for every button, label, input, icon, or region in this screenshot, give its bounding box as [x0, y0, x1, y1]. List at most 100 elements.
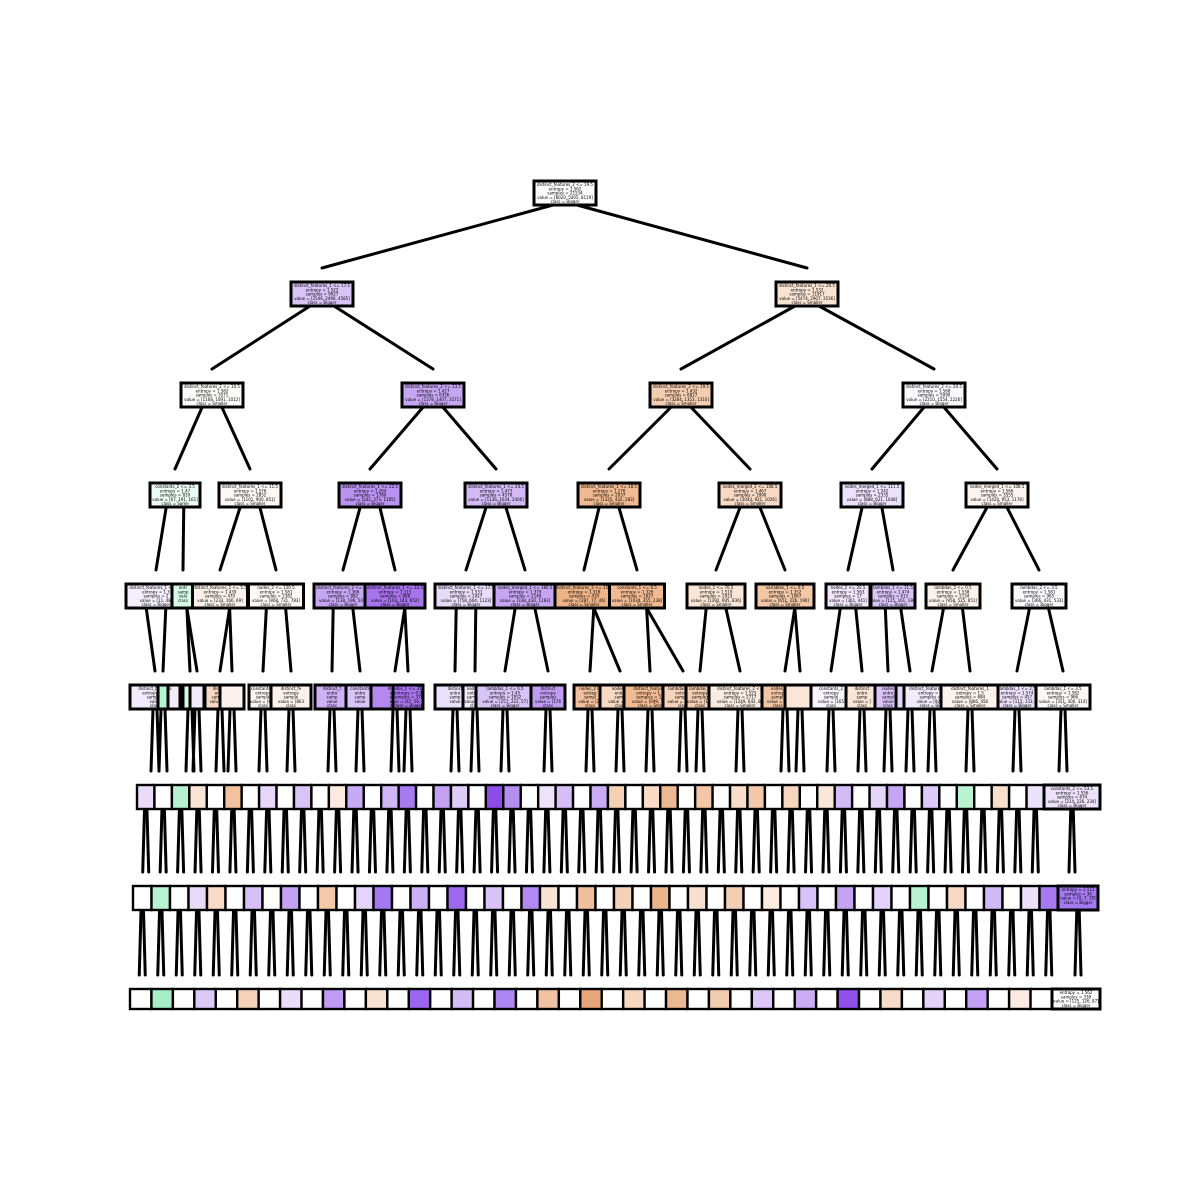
- node-text-line: value: [355, 699, 366, 704]
- node-text-line: entropy = 1.581: [260, 589, 293, 594]
- tree-edge: [758, 505, 787, 572]
- tree-edge: [904, 707, 910, 773]
- tree-edge: [257, 707, 263, 773]
- tree-edge: [955, 908, 961, 977]
- node-text-line: class = Bigger: [329, 602, 358, 607]
- tree-edge: [1029, 908, 1035, 977]
- tree-edge: [546, 807, 552, 874]
- tree-node: [171, 987, 196, 1011]
- tree-node: [427, 884, 449, 912]
- tree-edge: [372, 807, 377, 874]
- tree-node: [554, 783, 575, 811]
- node-text-line: entropy = 1.112: [1062, 887, 1095, 892]
- tree-edge: [740, 707, 746, 773]
- tree-node: [833, 783, 854, 811]
- tree-edge: [476, 807, 482, 874]
- tree-edge: [807, 908, 813, 977]
- node-text-line: samples = 2037: [593, 493, 626, 498]
- node-text-line: entropy = 1.427: [417, 388, 450, 393]
- node-text-line: distinct_features_1 <= 17.5: [294, 283, 350, 288]
- node-text-line: entropy = 1.439: [204, 589, 237, 594]
- tree-edge: [716, 807, 722, 874]
- tree-edge: [469, 707, 475, 773]
- node-text-line: value = [242, 373, 1165]: [345, 497, 396, 502]
- tree-edge: [354, 707, 360, 773]
- tree-edge: [965, 807, 971, 874]
- node-text-line: lambdas_1 <= 3.5: [1044, 686, 1082, 691]
- tree-edge: [970, 707, 976, 773]
- tree-edge: [220, 405, 252, 471]
- tree-node: [836, 987, 861, 1011]
- tree-node: [631, 884, 653, 912]
- node-text-line: class = Bigger: [491, 703, 520, 708]
- node-text-line: class: [286, 703, 296, 708]
- tree-node: [464, 884, 486, 912]
- node-text-line: class = Smaller: [981, 501, 1012, 506]
- tree-edge: [145, 807, 151, 874]
- tree-edge: [978, 807, 984, 874]
- node-text-line: value = [1249, 642, 82: [717, 699, 764, 704]
- node-text-line: entropy = 1.576: [234, 488, 267, 493]
- tree-node: [676, 783, 697, 811]
- node-text-line: entropy = 1.47: [160, 488, 191, 493]
- node-box: [754, 582, 816, 610]
- tree-edge: [575, 203, 809, 270]
- node-box: [532, 179, 598, 207]
- node-text-line: entropy = 1.563: [832, 589, 865, 594]
- tree-edge: [918, 908, 924, 977]
- node-text-line: class: [150, 703, 160, 708]
- node-text-line: constants_2 <= 53.5: [1051, 786, 1094, 791]
- node-text-line: value = [8020, 5405, 8119]: [537, 195, 593, 200]
- tree-edge: [304, 908, 310, 977]
- node-text-line: nodes_merged_1 <= 108.5: [970, 484, 1025, 489]
- tree-edge: [1015, 606, 1032, 673]
- tree-edge: [1005, 505, 1041, 572]
- node-text-line: distinct_features_2 <= 15.5: [556, 585, 612, 590]
- node-text-line: value = [115, 133, 1: [996, 699, 1038, 704]
- tree-edge: [696, 908, 702, 977]
- tree-node: [955, 783, 976, 811]
- node-text-line: class = Smaller: [769, 602, 800, 607]
- tree-node: [742, 884, 764, 912]
- node-text-line: entropy = 1.264: [354, 488, 387, 493]
- tree-node: [571, 783, 592, 811]
- tree-edge: [752, 908, 758, 977]
- tree-node: [467, 783, 488, 811]
- tree-edge: [888, 707, 894, 773]
- node-text-line: distinct_features: [138, 686, 171, 691]
- node-text-line: value = [338, 430, 1283]: [500, 598, 551, 603]
- node-text-line: samples = 898: [380, 594, 411, 599]
- tree-node: [520, 884, 542, 912]
- node-text-line: samp: [857, 695, 868, 700]
- tree-node: [372, 884, 394, 912]
- node-text-line: entropy = 1.467: [734, 488, 767, 493]
- tree-edge: [285, 707, 291, 773]
- node-text-line: distinct_features_1 <= 18.5: [581, 484, 637, 489]
- node-text-line: value = [1325, 432, 283]: [584, 497, 635, 502]
- tree-edge: [1017, 807, 1023, 874]
- tree-edge: [577, 807, 583, 874]
- tree-edge: [193, 807, 199, 874]
- node-text-line: value = [351, 300, 314]: [1039, 699, 1087, 704]
- tree-edge: [280, 807, 286, 874]
- node-text-line: distinct_features: [633, 686, 666, 691]
- tree-edge: [263, 807, 269, 874]
- tree-edge: [594, 807, 600, 874]
- tree-node: [205, 884, 227, 912]
- node-text-line: entropy = 1.318: [568, 589, 601, 594]
- tree-node: [493, 987, 518, 1011]
- node-text-line: value = [47, 56, 27]: [388, 699, 429, 704]
- tree-edge: [163, 707, 169, 773]
- node-text-line: samples = 17: [834, 594, 862, 599]
- tree-edge: [507, 908, 513, 977]
- node-text-line: class = Smaller: [700, 602, 731, 607]
- node-text-line: samples: [692, 695, 709, 700]
- tree-edge: [773, 807, 779, 874]
- tree-edge: [455, 807, 460, 874]
- tree-node: [797, 884, 819, 912]
